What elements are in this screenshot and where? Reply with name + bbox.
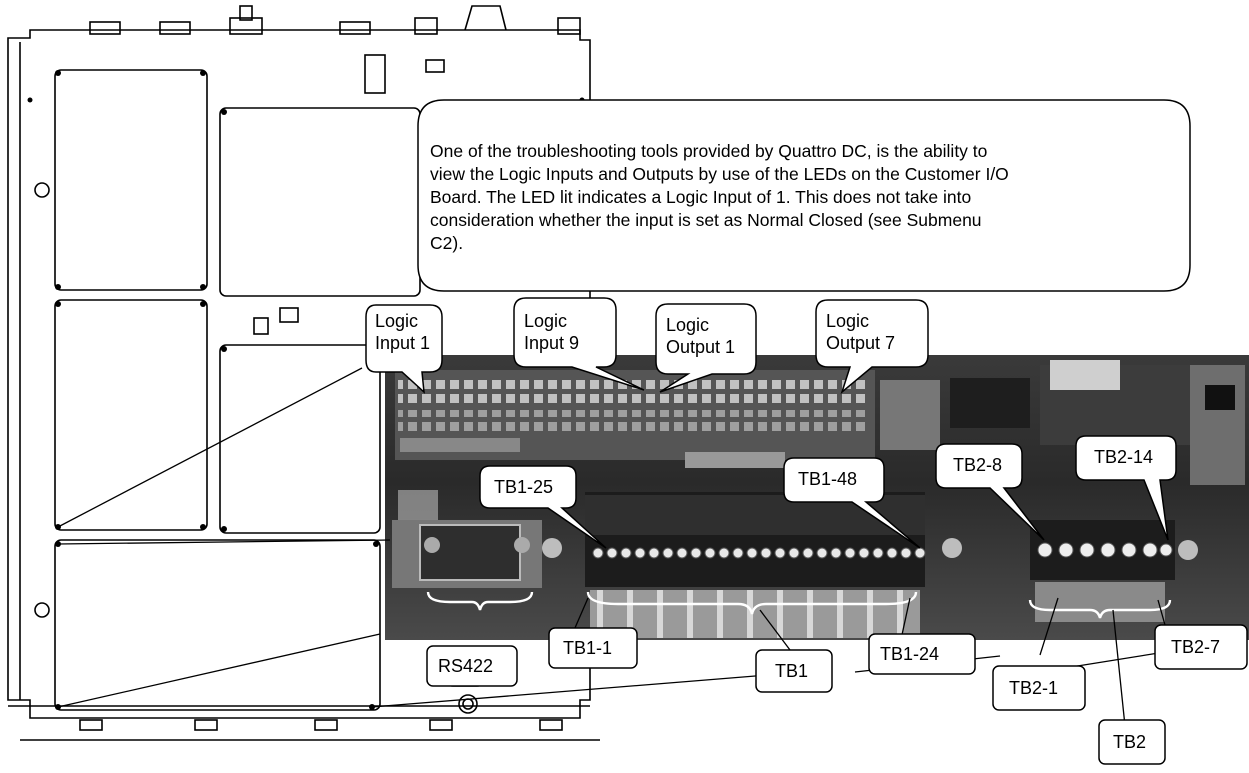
tb1-24-label: TB1-24 [880, 643, 939, 665]
logic-input-9-label: Logic Input 9 [524, 310, 579, 354]
tb2-14-label: TB2-14 [1094, 446, 1153, 468]
tb2-8-label: TB2-8 [953, 454, 1002, 476]
callout-text: One of the troubleshooting tools provide… [430, 140, 1010, 255]
tb2-7-label: TB2-7 [1171, 636, 1220, 658]
rs422-label: RS422 [438, 655, 493, 677]
tb1-48-label: TB1-48 [798, 468, 857, 490]
tb2-label: TB2 [1113, 731, 1146, 753]
logic-output-7-label: Logic Output 7 [826, 310, 895, 354]
tb1-1-label: TB1-1 [563, 637, 612, 659]
tb1-25-label: TB1-25 [494, 476, 553, 498]
tb1-label: TB1 [775, 660, 808, 682]
logic-output-1-label: Logic Output 1 [666, 314, 735, 358]
logic-input-1-label: Logic Input 1 [375, 310, 430, 354]
tb2-1-label: TB2-1 [1009, 677, 1058, 699]
